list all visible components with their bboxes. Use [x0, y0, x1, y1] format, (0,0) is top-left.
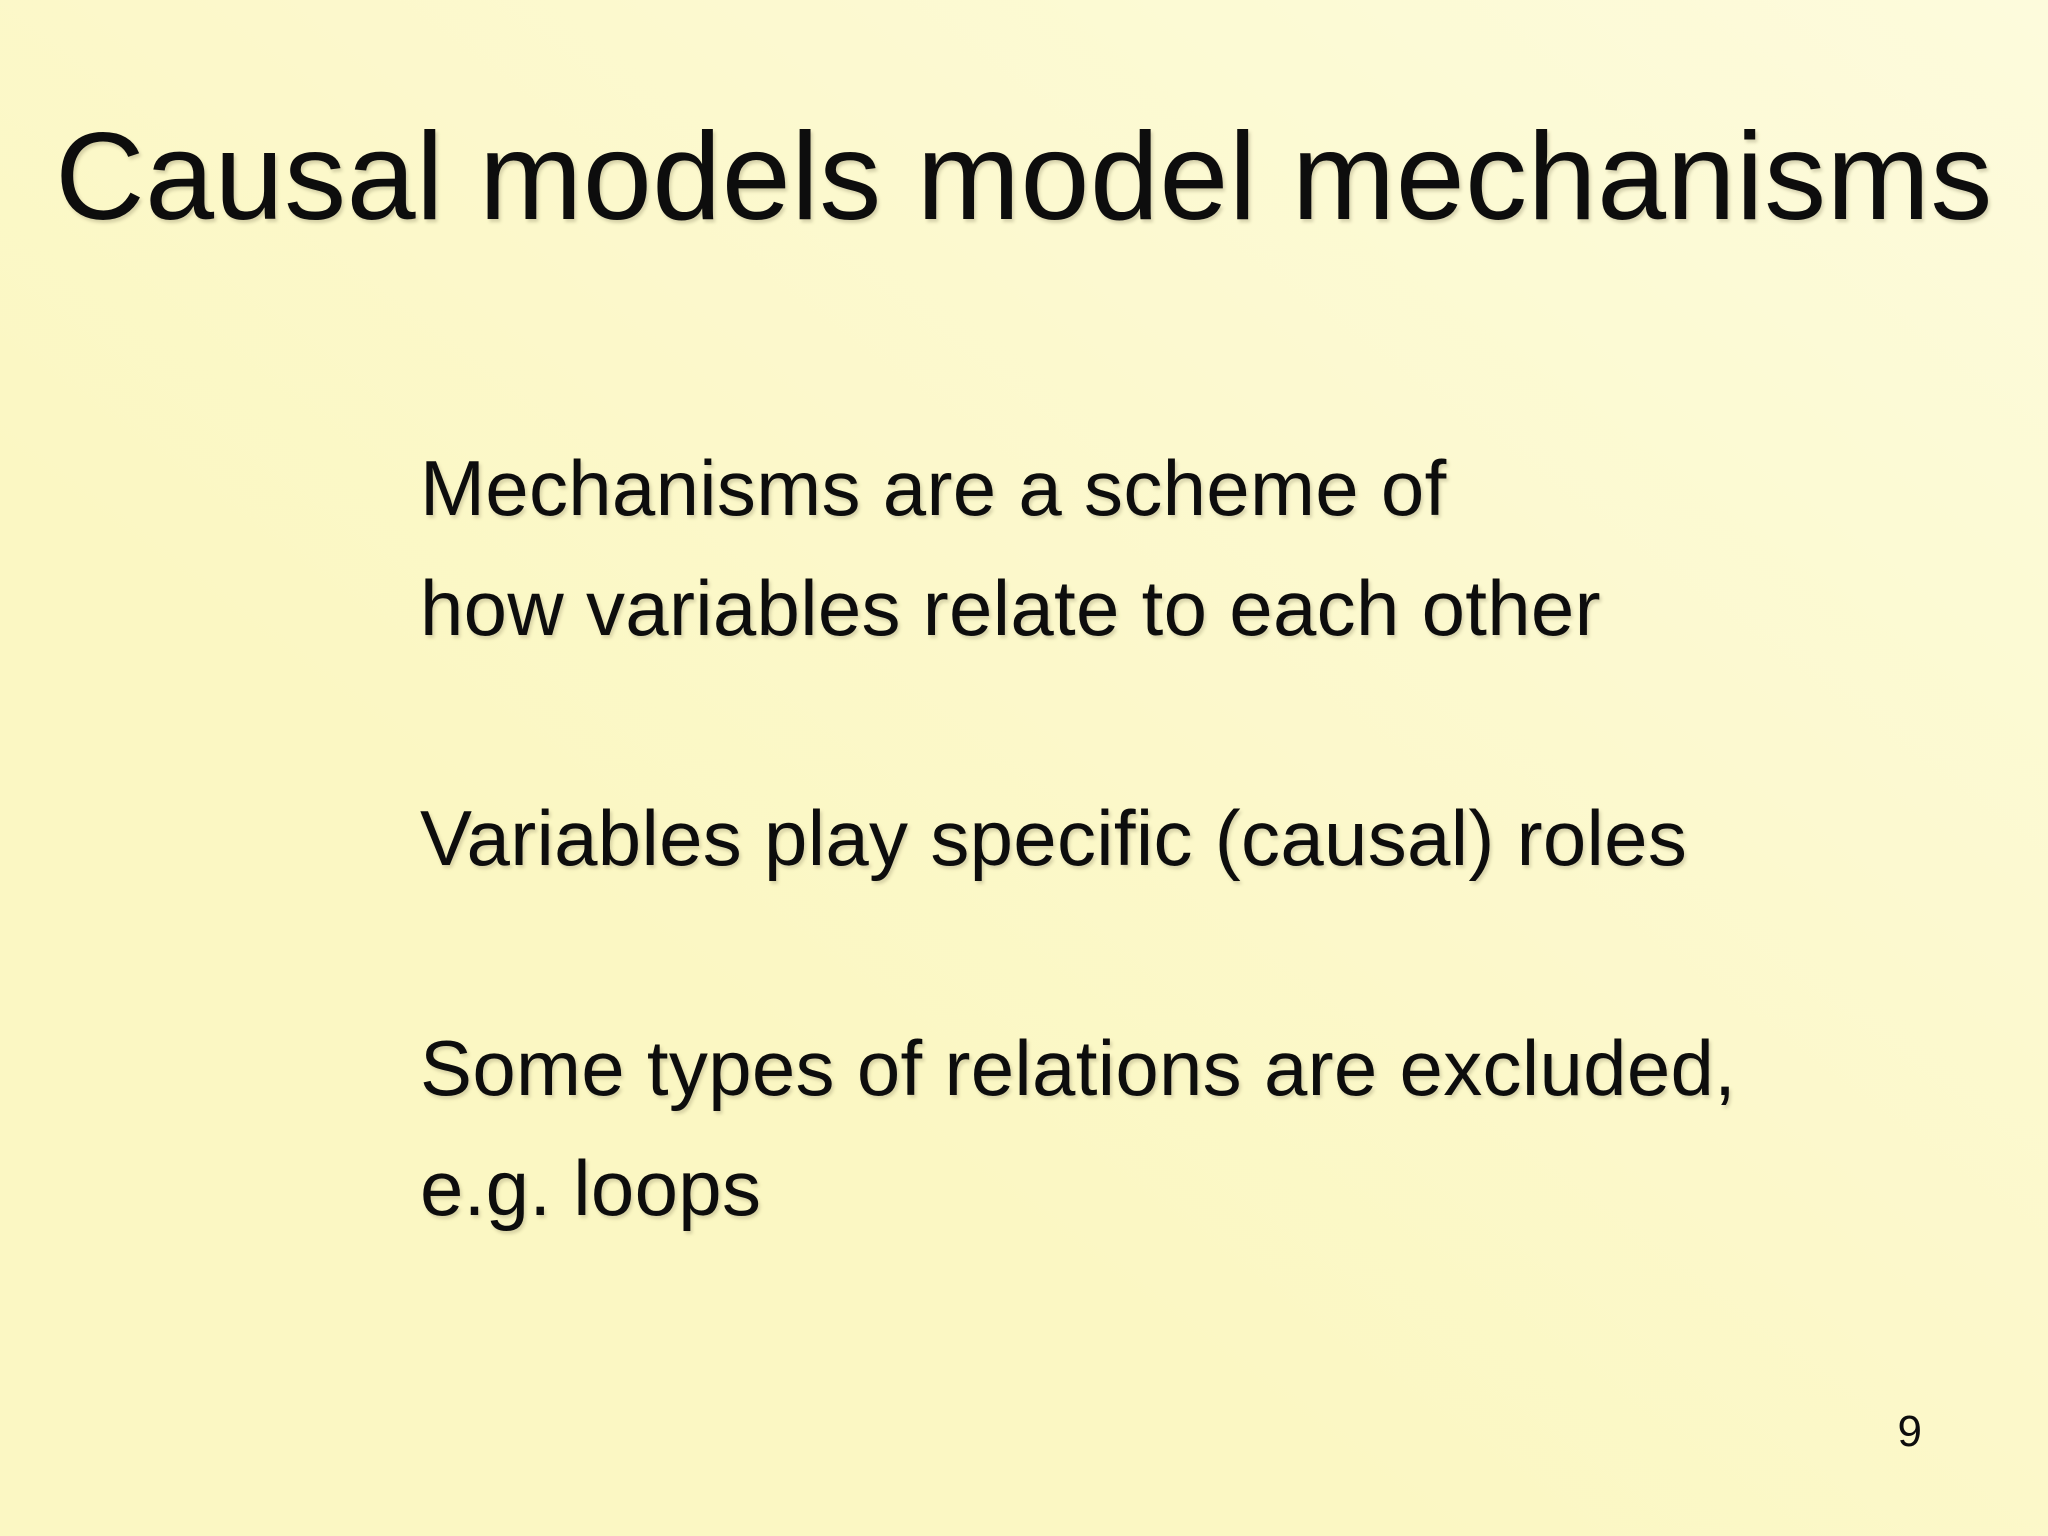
text-line: Variables play specific (causal) roles [420, 794, 1688, 882]
slide-body: Mechanisms are a scheme of how variables… [420, 428, 1980, 1358]
paragraph-variables: Variables play specific (causal) roles [420, 778, 1980, 898]
paragraph-relations: Some types of relations are excluded, e.… [420, 1008, 1980, 1248]
text-line: how variables relate to each other [420, 564, 1601, 652]
page-number: 9 [1897, 1407, 1922, 1456]
text-line: Mechanisms are a scheme of [420, 444, 1447, 532]
paragraph-mechanisms: Mechanisms are a scheme of how variables… [420, 428, 1980, 668]
text-line: e.g. loops [420, 1144, 762, 1232]
text-line: Some types of relations are excluded, [420, 1024, 1737, 1112]
slide-title: Causal models model mechanisms [55, 108, 1993, 246]
